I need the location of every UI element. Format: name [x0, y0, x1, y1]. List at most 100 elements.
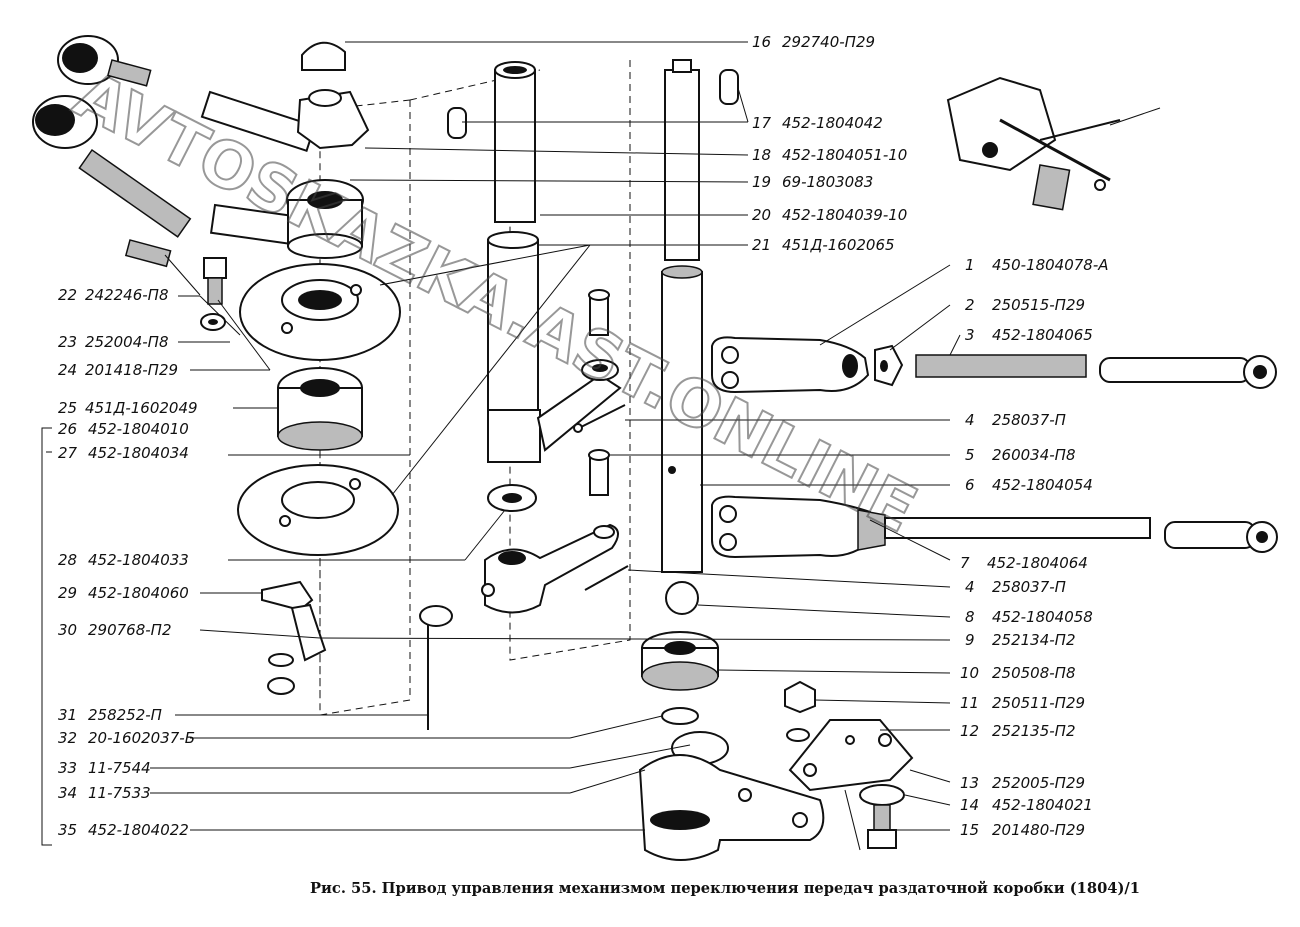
label-16-code: 292740-П29 — [782, 33, 875, 51]
tube-18 — [494, 61, 536, 223]
label-29-code: 452-1804060 — [88, 584, 189, 602]
label-5-code: 260034-П8 — [992, 446, 1076, 464]
label-20-num: 20 — [752, 206, 771, 224]
label-15-num: 15 — [960, 821, 979, 839]
lever-collar-19 — [209, 179, 364, 259]
label-24-code: 201418-П29 — [85, 361, 178, 379]
fork-6 — [711, 495, 886, 559]
label-26-num: 26 — [58, 420, 77, 438]
label-1-code: 450-1804078-А — [992, 256, 1109, 274]
label-19-num: 19 — [752, 173, 771, 191]
label-26-code: 452-1804010 — [88, 420, 189, 438]
bracket-30 — [261, 580, 327, 695]
pin-vertical — [588, 289, 610, 496]
label-11-code: 250511-П29 — [992, 694, 1085, 712]
label-17-code: 452-1804042 — [782, 114, 883, 132]
label-7-num: 7 — [960, 554, 970, 572]
label-24-num: 24 — [58, 361, 77, 379]
plate-24 — [239, 263, 401, 361]
label-7-code: 452-1804064 — [987, 554, 1088, 572]
label-4b-code: 258037-П — [992, 578, 1066, 596]
inset-assembly — [946, 76, 1161, 211]
label-9-num: 9 — [965, 631, 975, 649]
label-33-code: 11-7544 — [88, 759, 151, 777]
label-28-num: 28 — [58, 551, 77, 569]
plate-27 — [237, 464, 399, 556]
screw-22 — [124, 239, 172, 268]
label-14-num: 14 — [960, 796, 979, 814]
shaft-right — [661, 59, 703, 615]
nut-2 — [874, 344, 904, 387]
label-10-num: 10 — [960, 664, 979, 682]
label-32-num: 32 — [58, 729, 77, 747]
label-3-code: 452-1804065 — [992, 326, 1093, 344]
label-13-num: 13 — [960, 774, 979, 792]
label-35-code: 452-1804022 — [88, 821, 189, 839]
leader-lines — [41, 41, 961, 851]
part-labels: 1 6 292740-П29 17 452-1804042 18 452-1804… — [58, 33, 1109, 839]
washer-28 — [487, 484, 537, 512]
figure-caption: Рис. 55. Привод управления механизмом пе… — [310, 879, 1140, 897]
label-21-num: 21 — [752, 236, 771, 254]
label-25-code: 451Д-1602049 — [85, 399, 198, 417]
knob-upper — [32, 35, 316, 238]
key-17 — [447, 69, 739, 139]
label-2-code: 250515-П29 — [992, 296, 1085, 314]
pin-4 — [573, 404, 629, 591]
bracket-35 — [638, 731, 825, 861]
label-33-num: 33 — [58, 759, 77, 777]
label-11-num: 11 — [960, 694, 979, 712]
label-8-num: 8 — [965, 608, 975, 626]
label-29-num: 29 — [58, 584, 77, 602]
label-34-num: 34 — [58, 784, 77, 802]
label-32-code: 20-1602037-Б — [88, 729, 195, 747]
pin-31 — [419, 605, 453, 730]
label-31-num: 31 — [58, 706, 77, 724]
label-12-code: 252135-П2 — [992, 722, 1076, 740]
label-30-num: 30 — [58, 621, 77, 639]
label-28-code: 452-1804033 — [88, 551, 189, 569]
label-35-num: 35 — [58, 821, 77, 839]
label-1-num: 1 — [965, 256, 975, 274]
label-15-code: 201480-П29 — [992, 821, 1085, 839]
label-4-code: 258037-П — [992, 411, 1066, 429]
label-25-num: 25 — [58, 399, 77, 417]
ring-32 — [661, 707, 699, 725]
label-17-num: 17 — [752, 114, 772, 132]
rod-3 — [915, 354, 1277, 389]
label-23-num: 23 — [58, 333, 77, 351]
label-27-num: 27 — [58, 444, 78, 462]
lever-29 — [481, 523, 619, 614]
label-18-num: 18 — [752, 146, 771, 164]
label-3-num: 3 — [965, 326, 975, 344]
label-20-code: 452-1804039-10 — [782, 206, 907, 224]
label-13-code: 252005-П29 — [992, 774, 1085, 792]
label-23-code: 252004-П8 — [85, 333, 169, 351]
lever-nut-16 — [296, 41, 370, 150]
bolt-23 — [200, 257, 227, 331]
nut-10 — [641, 631, 719, 691]
label-2-num: 2 — [965, 296, 975, 314]
label-5-num: 5 — [965, 446, 975, 464]
plate-13 — [784, 680, 914, 792]
label-12-num: 12 — [960, 722, 979, 740]
label-4b-num: 4 — [965, 578, 975, 596]
label-21-code: 451Д-1602065 — [782, 236, 895, 254]
label-22-num: 22 — [58, 286, 77, 304]
label-30-code: 290768-П2 — [88, 621, 172, 639]
fork-1 — [711, 336, 870, 394]
label-34-code: 11-7533 — [88, 784, 151, 802]
label-22-code: 242246-П8 — [85, 286, 169, 304]
label-14-code: 452-1804021 — [992, 796, 1093, 814]
label-4-num: 4 — [965, 411, 975, 429]
tube-21 — [487, 231, 622, 463]
bushing-25 — [277, 367, 363, 451]
label-6-code: 452-1804054 — [992, 476, 1093, 494]
bolt-15 — [859, 784, 905, 849]
label-6-num: 6 — [965, 476, 975, 494]
label-19-code: 69-1803083 — [782, 173, 873, 191]
label-18-code: 452-1804051-10 — [782, 146, 907, 164]
label-8-code: 452-1804058 — [992, 608, 1093, 626]
label-9-code: 252134-П2 — [992, 631, 1076, 649]
